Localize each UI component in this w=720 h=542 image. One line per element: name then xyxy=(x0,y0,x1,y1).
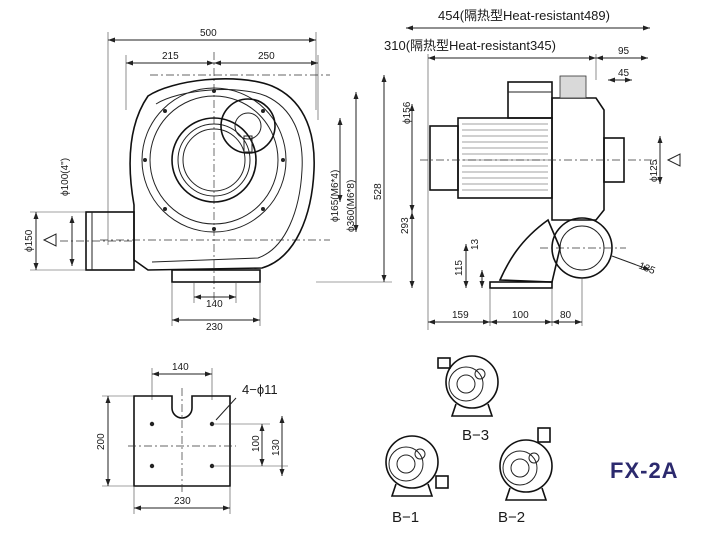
orientation-b3: B−3 xyxy=(437,355,499,444)
dim-95: 95 xyxy=(618,46,630,57)
inlet-ring xyxy=(171,117,257,203)
dim-250: 250 xyxy=(258,51,275,62)
dim-135: 135 xyxy=(637,261,657,278)
dim-215: 215 xyxy=(162,51,179,62)
dim-165: ϕ165(M6*4) xyxy=(330,170,341,222)
base-plate-view: 140 4−ϕ11 200 100 130 230 xyxy=(96,362,288,514)
dim-150: ϕ150 xyxy=(24,229,35,252)
label-b2: B−2 xyxy=(498,509,525,526)
dim-115: 115 xyxy=(454,260,465,276)
outlet-duct xyxy=(85,211,135,271)
motor-flange xyxy=(220,98,276,154)
dim-454: 454(隔热型Heat-resistant489) xyxy=(438,8,610,23)
dim-45: 45 xyxy=(618,68,630,79)
impeller-outer-ring xyxy=(141,87,287,233)
motor-end-cap xyxy=(429,125,459,191)
plate-dim-140: 140 xyxy=(172,362,189,373)
dim-13: 13 xyxy=(470,238,481,250)
side-view: 454(隔热型Heat-resistant489) 310(隔热型Heat-re… xyxy=(384,8,681,330)
dim-100-bottom: 100 xyxy=(512,310,529,321)
dim-125: ϕ125 xyxy=(649,159,660,182)
terminal-box xyxy=(507,81,553,119)
dim-360: ϕ360(M6*8) xyxy=(346,180,357,232)
mount-holes xyxy=(149,421,215,469)
plate-dim-100: 100 xyxy=(251,435,262,452)
model-label: FX-2A xyxy=(610,458,679,483)
plate-dim-200: 200 xyxy=(96,433,107,450)
dim-100: ϕ100(4") xyxy=(60,158,71,196)
dim-159: 159 xyxy=(452,310,469,321)
dim-80: 80 xyxy=(560,310,572,321)
label-b3: B−3 xyxy=(462,427,489,444)
fan-housing-side xyxy=(551,97,605,221)
hole-spec: 4−ϕ11 xyxy=(242,382,278,397)
dim-528: 528 xyxy=(373,183,384,200)
volute-housing xyxy=(129,78,315,271)
orientation-b1: B−1 xyxy=(385,435,449,526)
dim-156: ϕ156 xyxy=(402,101,413,124)
side-stand xyxy=(498,218,561,283)
dim-500: 500 xyxy=(200,28,217,39)
dim-293: 293 xyxy=(400,217,411,234)
dim-310: 310(隔热型Heat-resistant345) xyxy=(384,38,556,53)
orientation-b2: B−2 xyxy=(498,427,553,526)
dim-230: 230 xyxy=(206,322,223,333)
plate-dim-130: 130 xyxy=(271,439,282,456)
front-base xyxy=(171,269,261,283)
label-b1: B−1 xyxy=(392,509,419,526)
front-view: 500 215 250 xyxy=(24,28,392,333)
base-plate xyxy=(133,395,231,487)
plate-dim-230: 230 xyxy=(174,496,191,507)
dim-140: 140 xyxy=(206,299,223,310)
